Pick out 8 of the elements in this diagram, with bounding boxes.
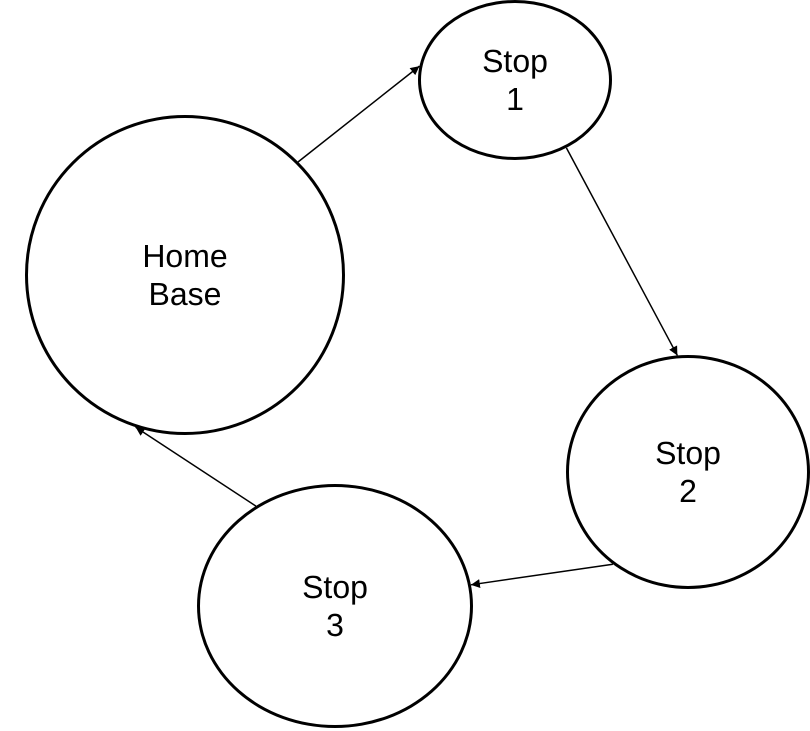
arrow <box>470 563 613 588</box>
arrow <box>298 66 420 162</box>
node-label: Stop 3 <box>301 568 369 644</box>
arrow <box>135 426 256 507</box>
node-label: Stop 2 <box>654 434 722 510</box>
node-label: Stop 1 <box>481 42 549 118</box>
node-label: Home Base <box>141 236 229 314</box>
arrow <box>566 148 678 356</box>
